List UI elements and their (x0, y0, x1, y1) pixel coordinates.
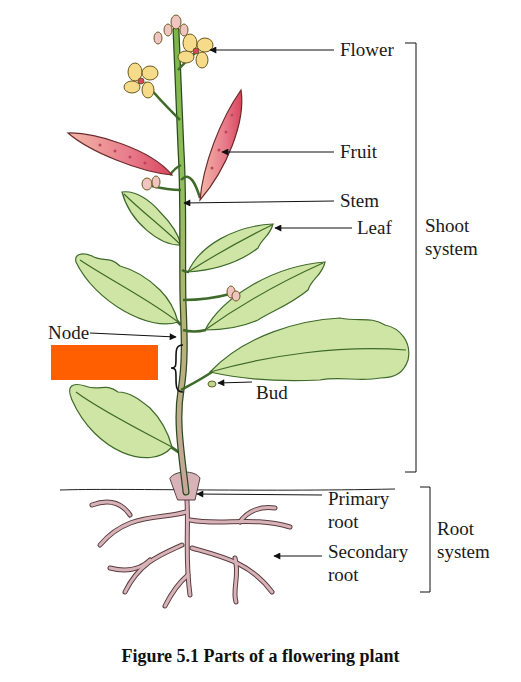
root-system (92, 472, 290, 606)
brackets (171, 43, 430, 592)
part-label: Stem (340, 189, 420, 212)
branches (145, 52, 230, 390)
stem (176, 30, 186, 492)
part-label: Flower (340, 38, 420, 61)
part-label: Bud (256, 381, 316, 404)
fruit-pod (200, 90, 242, 200)
fruit-pod (68, 133, 172, 175)
figure-caption: Figure 5.1 Parts of a flowering plant (0, 646, 521, 667)
part-label: Shoot system (425, 214, 491, 260)
seeds (99, 114, 234, 170)
flowers (124, 15, 240, 387)
part-label: Root system (437, 517, 503, 563)
part-label: Primary root (328, 487, 404, 533)
part-label: Secondary root (328, 540, 420, 586)
part-label: Node (48, 321, 108, 344)
leader-arrows (90, 50, 352, 556)
part-label: Fruit (340, 140, 420, 163)
part-label: Leaf (357, 216, 417, 239)
redaction-box (51, 345, 158, 380)
